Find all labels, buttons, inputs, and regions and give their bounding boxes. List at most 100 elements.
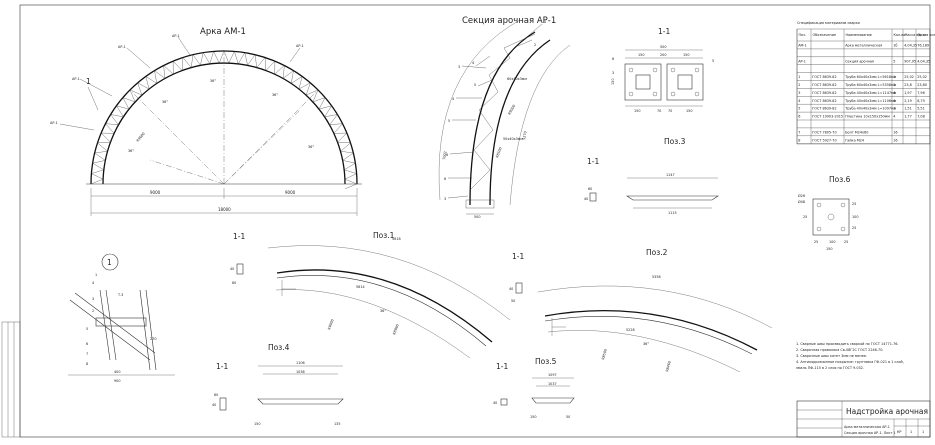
spec-cell: 8,79 [917,99,925,103]
cut-1-1-plates: 1-1 500 150 200 150 150 70 70 150 150 6 … [611,27,714,113]
cut11-pos-5: 5 [712,59,714,63]
spec-cell: Болт М24х60 [845,130,868,134]
section-title: Секция арочная АР-1 [462,16,556,26]
poz2-r2: R8460 [665,361,672,373]
detail1-l11: 400 [114,370,120,374]
spec-cell: 1,51 [904,107,912,111]
spec-cell: 5 [893,59,895,63]
cut11-dim-500: 500 [660,45,666,49]
poz2-r1: R8500 [601,349,608,361]
spec-cell: ГОСТ 5927-70 [812,138,836,142]
poz2-dim-top: 5358 [652,275,661,279]
spec-header: Масса всего кг [918,33,935,37]
spec-cell: Секция арочная [845,59,874,63]
poz6-dim-4: 25 [852,202,856,206]
arch-radius: R9000 [136,132,146,143]
arch-leader-1: АР-1 [50,121,58,125]
detail1-l7: 7 [86,352,88,356]
notes-block: 1. Сварные швы производить сваркой по ГО… [796,342,904,370]
spec-cell: ГОСТ 8639-82 [812,107,836,111]
note-3: 3. Сварочные швы катет 3мм не менее. [796,354,867,358]
spec-cell: 4,04,35 [917,59,930,63]
poz1-view: 1-1 40 60 Поз.1 5618 5614 R9000 R8960 36… [230,231,510,358]
title-block-sheets: 1 [922,430,924,434]
detail1-l1: 1 [95,273,97,277]
poz2-dim-50: 50 [511,299,515,303]
poz1-dim-40: 40 [230,267,234,271]
arch-title: Арка АМ-1 [200,27,246,37]
spec-cell: 16 [893,138,897,142]
spec-cell: 4 [893,115,895,119]
section-pos-i: 4 [472,61,474,65]
detail1-l9: Т.3 [117,293,123,297]
poz4-dim-bot: 1036 [296,370,305,374]
poz6-dim-w: 150 [826,247,832,251]
poz5-dim-b: 50 [566,415,570,419]
spec-cell: ГОСТ 19903-2015 [812,115,843,119]
poz6-dim-hole: Ø26 [798,193,805,198]
section-label-tube1: 60х40х3мм [507,77,527,81]
arch-leader-2: АР-1 [72,77,80,81]
poz5-title: Поз.5 [535,357,557,366]
spec-table: Спецификация материалов сварки Поз.Обозн… [797,21,935,144]
section-label-r1: R9000 [507,104,516,116]
poz2-cut-title: 1-1 [512,252,524,261]
poz1-dim-60: 60 [232,281,236,285]
poz1-angle: 36° [380,309,386,313]
spec-cell: 7,08 [917,115,925,119]
poz4-dim-60: 60 [214,393,218,397]
detail1-l4: 2 [92,309,94,313]
cut11-pos-6: 6 [612,57,614,61]
spec-cell: Труба 60х40х3мм L=5358мм [844,83,896,87]
spec-cell: 16 [893,130,897,134]
arch-leader-4: АР-1 [172,34,180,38]
poz3-dim-top: 1147 [666,173,675,177]
spec-title: Спецификация материалов сварки [797,21,860,25]
cut11-dim-h: 150 [611,79,615,85]
poz3-cut-title: 1-1 [587,157,599,166]
spec-cell: 76,189 [917,44,929,48]
title-block-sheet: 1 [910,430,912,434]
spec-cell: Труба 40х40х3мм L=1106мм [844,99,896,103]
poz6-dim-7: 25 [803,215,807,219]
poz1-r1: R9000 [327,319,335,331]
section-dim-500: 500 [474,215,480,219]
spec-cell: Гайка М24 [845,138,864,142]
cut11-dim-a: 150 [638,53,644,57]
poz2-title: Поз.2 [646,248,668,257]
detail1-l12: 900 [114,379,120,383]
poz4-view: 1-1 Поз.4 40 60 1106 1036 150 135 [212,343,343,426]
spec-header: Наименование [846,33,872,37]
poz4-dim-a: 150 [254,422,260,426]
cut11-dim-e: 70 [657,109,661,113]
detail1-l8: 8 [86,362,88,366]
arch-pos-1: 1 [86,77,91,86]
left-stamp [2,322,20,437]
spec-cell: 5,51 [917,107,925,111]
poz5-dim-bot: 1037 [548,382,557,386]
poz2-angle: 36° [643,342,649,346]
poz5-dim-a: 150 [530,415,536,419]
note-2: 2. Сварочная проволока Св-08Г2С ГОСТ 224… [796,348,883,352]
title-block: Надстройка арочная Арка металлическая АР… [797,401,930,437]
section-pos-g: 6 [444,177,446,181]
spec-cell: 1 [893,83,895,87]
note-5: эмаль ПФ-115 в 2 слоя по ГОСТ 9.032. [796,366,864,370]
poz4-cut-title: 1-1 [216,362,228,371]
arch-view: Арка АМ-1 9000 9000 18000 R9000 АР-1 АР-… [50,27,362,216]
spec-cell: 4 [798,99,800,103]
note-4: 4. Антикоррозионное покрытие: грунтовка … [796,360,904,364]
section-pos-a: 1 [544,20,546,24]
spec-cell: 3 [798,91,800,95]
spec-cell: Арка металлическая [845,44,882,48]
spec-cell: АМ-1 [798,44,807,48]
poz2-dim-40: 40 [509,287,513,291]
spec-cell: 1 [893,107,895,111]
cut11-dim-c: 150 [683,53,689,57]
title-block-line1: Арка металлическая АР-1 [844,425,890,429]
poz1-dim-top: 5618 [392,237,401,241]
detail1-l3: 3 [92,297,94,301]
section-label-len1: 5270 [522,131,527,140]
spec-cell: АР-1 [798,59,806,63]
